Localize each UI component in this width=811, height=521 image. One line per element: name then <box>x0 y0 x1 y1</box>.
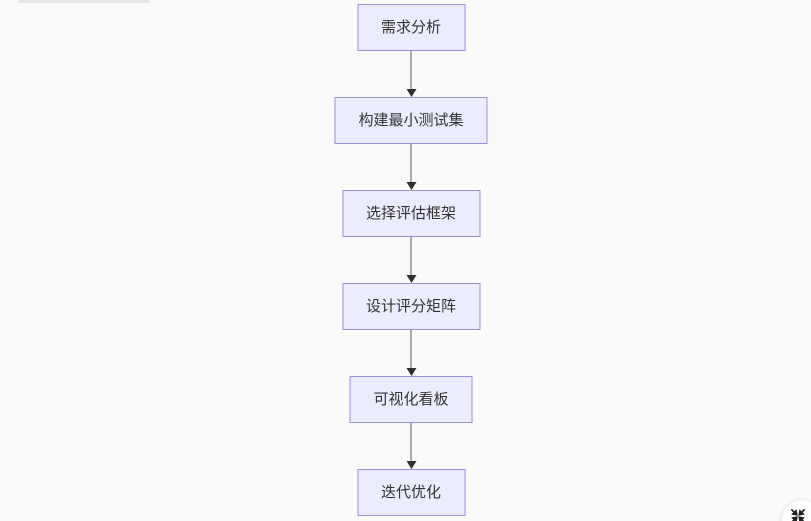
flow-node-iterate: 迭代优化 <box>356 469 466 516</box>
edge-line <box>410 423 412 461</box>
arrowhead-icon <box>405 182 416 190</box>
flow-edge <box>405 51 416 97</box>
flowchart: 需求分析 构建最小测试集 选择评估框架 设计评分矩阵 可视化看板 <box>334 4 488 516</box>
flow-node-dashboard: 可视化看板 <box>349 376 473 423</box>
flow-node-requirements: 需求分析 <box>356 4 466 51</box>
top-edge-artifact <box>18 0 150 3</box>
flow-node-test-set: 构建最小测试集 <box>334 97 488 144</box>
flow-node-label: 选择评估框架 <box>365 205 457 222</box>
arrowhead-icon <box>405 368 416 376</box>
flow-node-label: 可视化看板 <box>373 391 449 408</box>
flow-node-label: 需求分析 <box>380 19 442 36</box>
edge-line <box>410 144 412 182</box>
edge-line <box>410 51 412 89</box>
edge-line <box>410 330 412 368</box>
arrowhead-icon <box>405 461 416 469</box>
flow-node-label: 迭代优化 <box>380 484 442 501</box>
flow-edge <box>405 237 416 283</box>
flow-node-label: 设计评分矩阵 <box>365 298 457 315</box>
arrowhead-icon <box>405 89 416 97</box>
flow-node-eval-framework: 选择评估框架 <box>341 190 481 237</box>
fit-view-button[interactable] <box>781 499 811 521</box>
collapse-arrows-icon <box>790 508 806 521</box>
flow-node-label: 构建最小测试集 <box>358 112 464 129</box>
flow-edge <box>405 144 416 190</box>
edge-line <box>410 237 412 275</box>
arrowhead-icon <box>405 275 416 283</box>
flow-edge <box>405 330 416 376</box>
flow-node-score-matrix: 设计评分矩阵 <box>341 283 481 330</box>
flow-edge <box>405 423 416 469</box>
